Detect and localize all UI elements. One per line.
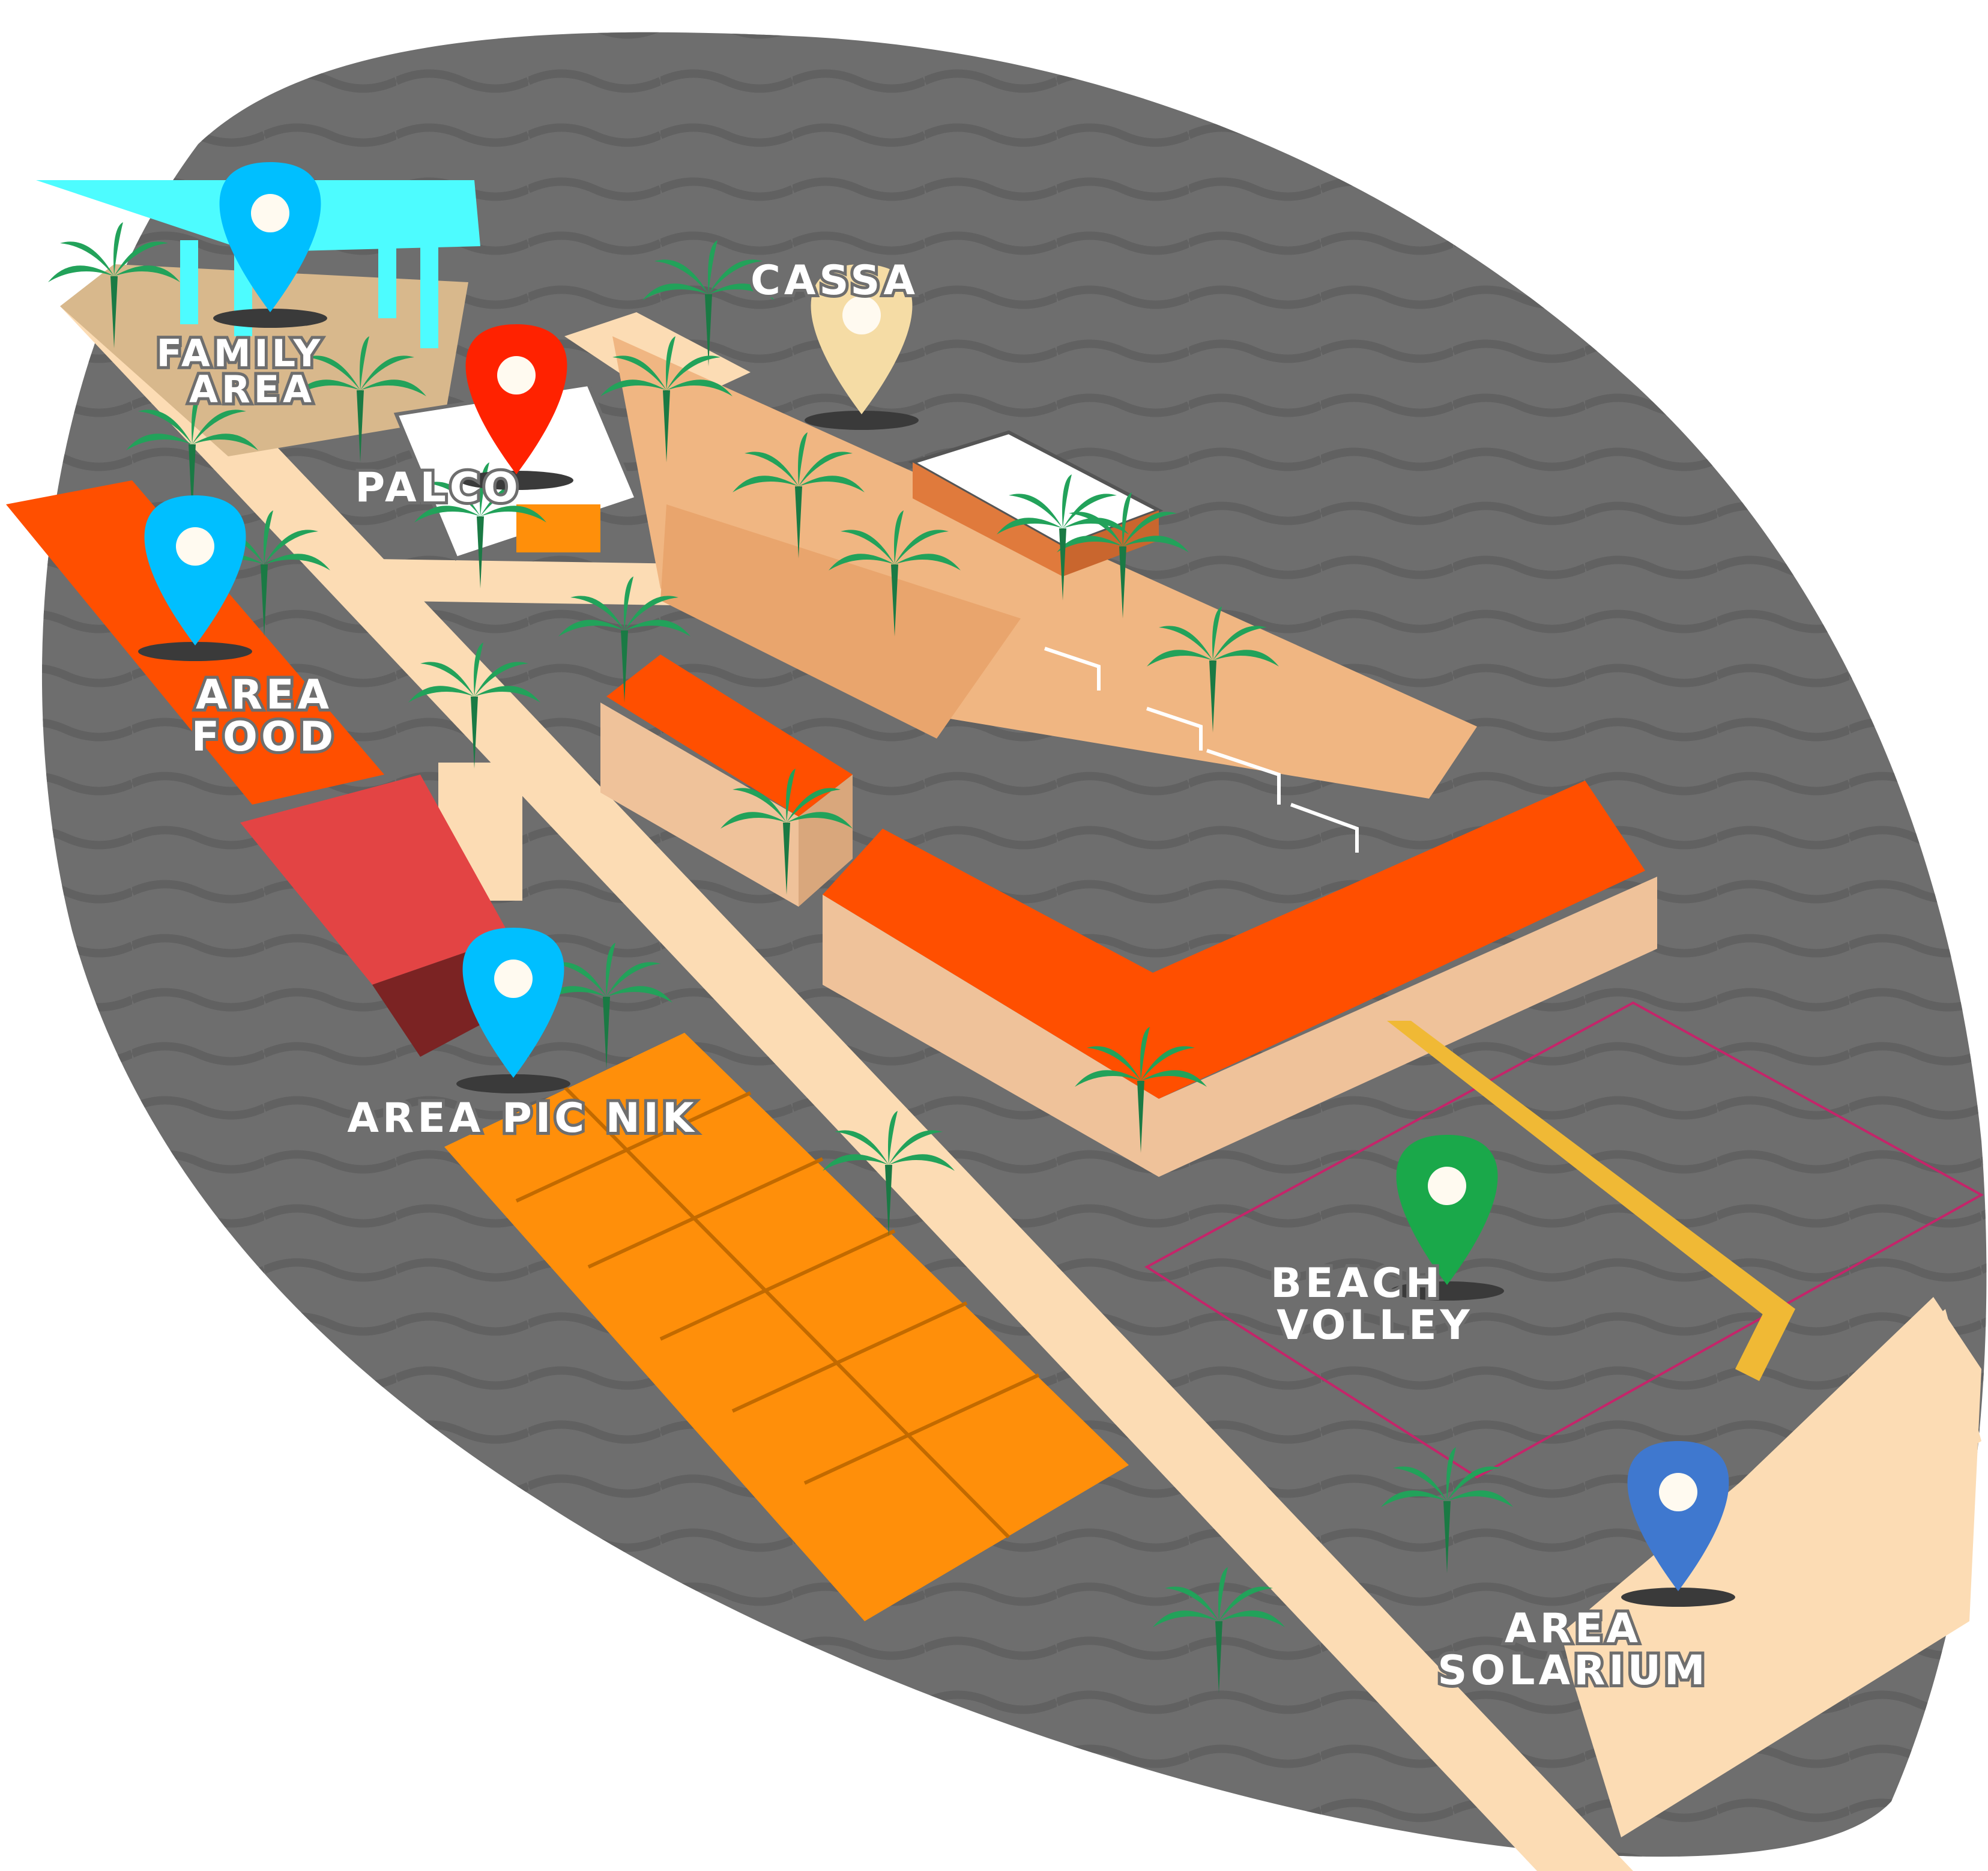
- label-family-line2: AREA: [189, 367, 315, 411]
- label-solarium-line2: SOLARIUM: [1437, 1647, 1708, 1694]
- plaza: [612, 336, 1477, 799]
- label-beach-line2: VOLLEY: [1276, 1302, 1473, 1349]
- family-area: [36, 180, 480, 456]
- label-picnik: AREA PIC NIK: [347, 1095, 697, 1142]
- label-palco: PALCO: [355, 464, 521, 512]
- label-solarium-line1: AREA: [1505, 1605, 1642, 1652]
- picnic-area: [444, 1033, 1129, 1621]
- label-cassa: CASSA: [751, 257, 919, 304]
- label-family-line1: FAMILY: [157, 331, 324, 375]
- label-food-line1: AREA: [196, 671, 333, 719]
- beach-volley-court: [1144, 1001, 1984, 1479]
- label-food-line2: FOOD: [192, 713, 337, 761]
- volley-nets: [1044, 647, 1359, 853]
- label-beach-line1: BEACH: [1270, 1260, 1443, 1307]
